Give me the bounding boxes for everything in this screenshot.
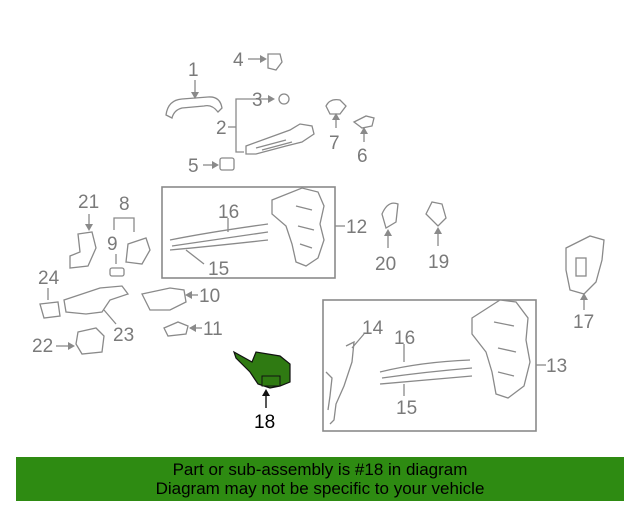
callout-23: 23 [113,325,134,346]
callout-22: 22 [32,336,53,357]
callout-1: 1 [188,60,199,81]
part-12-lock-assembly[interactable]: 12 [271,187,367,267]
part-21[interactable]: 21 [69,192,99,269]
callout-4: 4 [233,50,244,71]
callout-11: 11 [203,319,223,340]
callout-5: 5 [188,156,199,177]
part-15-upper: 15 [185,249,229,280]
part-7[interactable]: 7 [325,98,347,154]
info-banner: Part or sub-assembly is #18 in diagram D… [16,457,624,501]
callout-3: 3 [252,90,263,111]
callout-10: 10 [199,286,220,307]
callout-8: 8 [119,194,130,215]
part-23-inside-handle[interactable]: 23 [63,285,134,346]
part-5[interactable]: 5 [188,156,235,177]
part-22[interactable]: 22 [32,327,105,357]
part-20[interactable]: 20 [375,202,399,275]
part-17[interactable]: 17 [565,235,605,333]
part-9[interactable]: 9 [107,234,125,277]
part-11[interactable]: 11 [163,319,223,340]
callout-17: 17 [573,312,594,333]
part-16-cables-upper[interactable]: 16 [169,202,269,251]
callout-15-lower: 15 [396,398,417,419]
callout-16-lower: 16 [394,328,415,349]
callout-21: 21 [78,192,99,213]
callout-14: 14 [362,318,384,339]
part-2-handle-frame[interactable]: 2 [216,98,315,155]
part-15-lower: 15 [396,384,417,419]
part-4[interactable]: 4 [233,50,283,71]
part-24[interactable]: 24 [38,268,61,319]
part-8[interactable]: 8 [113,194,151,265]
callout-13: 13 [546,356,567,377]
part-13-lock-assembly[interactable]: 13 [471,299,567,399]
parts-diagram: 1 4 2 3 5 7 6 [32,50,605,433]
callout-2: 2 [216,118,227,139]
part-18-highlighted[interactable]: 18 [232,350,291,433]
callout-16-upper: 16 [218,202,239,223]
callout-15-upper: 15 [208,259,229,280]
callout-19: 19 [428,252,449,273]
callout-20: 20 [375,254,396,275]
callout-12: 12 [346,217,367,238]
callout-7: 7 [329,133,340,154]
part-6[interactable]: 6 [352,115,375,167]
part-10-bezel[interactable]: 10 [141,286,220,311]
assembly-box-12 [161,186,336,279]
part-1-outside-handle[interactable]: 1 [165,60,223,119]
callout-6: 6 [357,146,368,167]
part-3[interactable]: 3 [252,90,290,111]
part-19[interactable]: 19 [425,201,449,273]
callout-9: 9 [107,234,118,255]
banner-line-1: Part or sub-assembly is #18 in diagram [172,460,468,479]
callout-24: 24 [38,268,60,289]
part-14-rod[interactable]: 14 [325,318,384,425]
callout-18: 18 [254,412,275,433]
part-16-cables-lower[interactable]: 16 [379,328,473,385]
banner-line-2: Diagram may not be specific to your vehi… [155,479,485,498]
